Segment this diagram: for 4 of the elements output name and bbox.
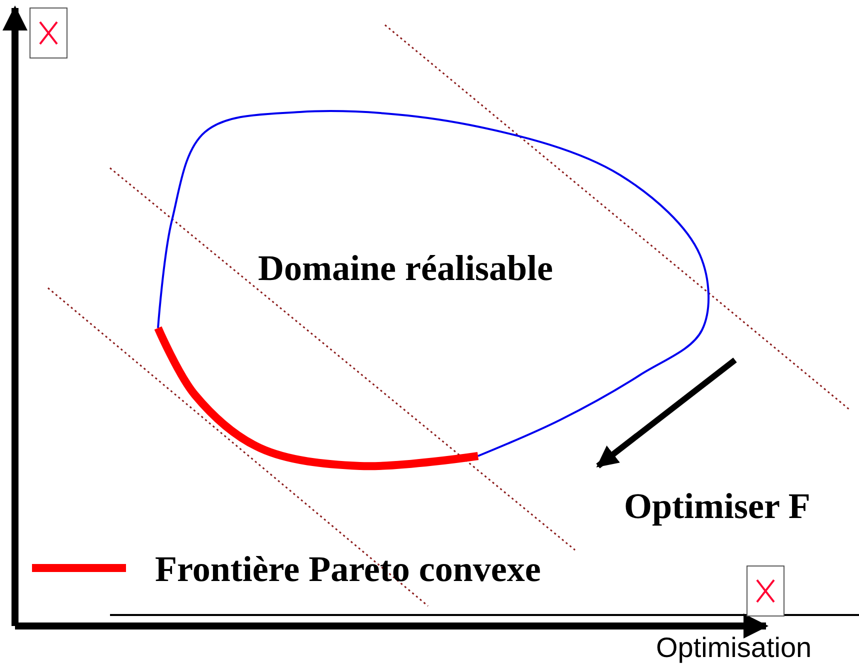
- region-label: Domaine réalisable: [258, 250, 553, 286]
- axis-label: Optimisation: [656, 634, 812, 662]
- direction-label: Optimiser F: [624, 488, 810, 524]
- legend-label: Frontière Pareto convexe: [155, 551, 541, 587]
